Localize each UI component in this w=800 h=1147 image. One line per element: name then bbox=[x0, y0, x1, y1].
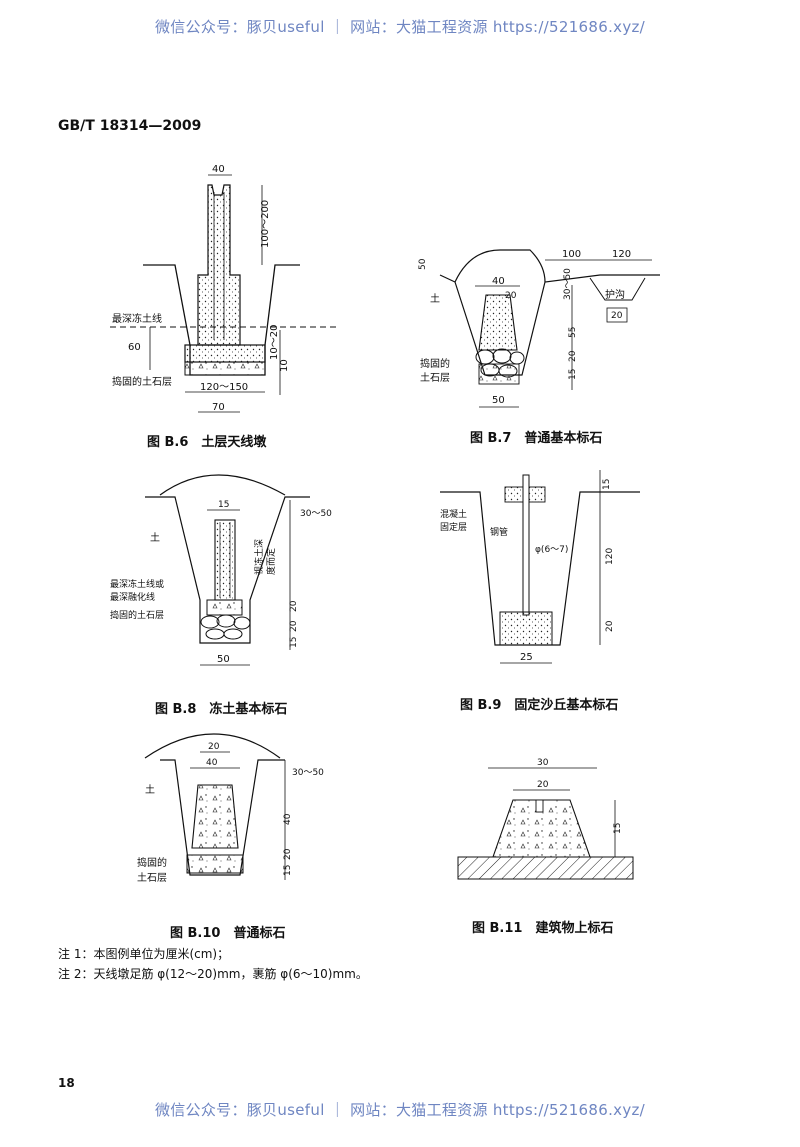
b11-dim-30: 30 bbox=[537, 758, 549, 768]
note-1: 注 1：本图例单位为厘米(cm)； bbox=[58, 947, 230, 961]
b8-dim-20a: 20 bbox=[289, 600, 299, 612]
b6-dim-top: 40 bbox=[212, 164, 225, 175]
b9-label-concrete-2: 固定层 bbox=[440, 521, 467, 533]
b8-dim-base: 50 bbox=[217, 654, 230, 665]
b8-dim-30-50: 30～50 bbox=[300, 509, 332, 519]
b10-dim-40-top: 40 bbox=[206, 758, 218, 768]
b7-dim-120: 120 bbox=[612, 249, 631, 260]
figure-b8-diagram: 15 30～50 土 视冻土深 度而定 最深冻土线或 最深融化线 捣固的土石层 … bbox=[110, 474, 332, 666]
figure-b7-diagram: 50 100 120 土 40 20 30～50 护沟 55 20 20 捣固的… bbox=[418, 249, 660, 408]
b7-dim-100: 100 bbox=[562, 249, 581, 260]
figure-b10-diagram: 20 40 30～50 土 40 20 15 捣固的 土石层 bbox=[137, 733, 324, 884]
b7-label-rammed-2: 土石层 bbox=[420, 371, 450, 384]
b9-dim-120: 120 bbox=[605, 548, 615, 565]
watermark-bottom: 微信公众号：豚贝useful ｜ 网站：大猫工程资源 https://52168… bbox=[154, 1101, 646, 1119]
b7-dim-15: 15 bbox=[568, 369, 578, 380]
figure-b11-caption: 图 B.11 建筑物上标石 bbox=[472, 921, 614, 936]
b6-dim-height: 100～200 bbox=[260, 200, 271, 248]
b8-label-soil: 土 bbox=[150, 531, 160, 544]
b6-dim-base: 120～150 bbox=[200, 382, 248, 393]
b10-dim-40: 40 bbox=[283, 813, 293, 825]
b9-dim-base: 25 bbox=[520, 652, 533, 663]
b7-dim-20: 20 bbox=[568, 350, 578, 362]
b10-dim-20: 20 bbox=[208, 742, 220, 752]
b9-dim-20: 20 bbox=[605, 620, 615, 632]
b8-label-rammed: 捣固的土石层 bbox=[110, 609, 164, 621]
b7-dim-30-50: 30～50 bbox=[563, 268, 573, 300]
b6-label-rammed: 捣固的土石层 bbox=[112, 375, 172, 388]
b8-dim-20b: 20 bbox=[289, 620, 299, 632]
watermark-top: 微信公众号：豚贝useful ｜ 网站：大猫工程资源 https://52168… bbox=[154, 18, 646, 36]
figure-b7-caption: 图 B.7 普通基本标石 bbox=[470, 431, 603, 446]
b10-label-rammed-1: 捣固的 bbox=[137, 856, 167, 869]
b10-label-soil: 土 bbox=[145, 783, 155, 796]
b7-dim-50: 50 bbox=[418, 258, 428, 270]
b8-label-frost-1: 最深冻土线或 bbox=[110, 578, 164, 590]
figure-b6-caption: 图 B.6 土层天线墩 bbox=[147, 435, 267, 450]
figure-b8-caption: 图 B.8 冻土基本标石 bbox=[155, 702, 288, 717]
standard-code: GB/T 18314—2009 bbox=[58, 118, 202, 134]
b6-dim-10-20: 10～20 bbox=[269, 325, 280, 360]
page-number: 18 bbox=[58, 1076, 75, 1090]
b7-dim-20-top: 20 bbox=[505, 291, 517, 301]
b10-dim-15: 15 bbox=[283, 865, 293, 876]
b9-label-concrete-1: 混凝土 bbox=[440, 508, 467, 520]
figure-b9-diagram: 15 混凝土 固定层 钢管 φ(6～7) 120 20 25 bbox=[440, 470, 640, 664]
b8-dim-15: 15 bbox=[218, 500, 229, 510]
b7-dim-20-ditch: 20 bbox=[611, 311, 623, 321]
b10-dim-20b: 20 bbox=[283, 848, 293, 860]
b11-dim-15: 15 bbox=[613, 823, 623, 834]
b8-label-frost-2: 最深融化线 bbox=[110, 591, 155, 603]
b10-label-rammed-2: 土石层 bbox=[137, 871, 167, 884]
b6-dim-60: 60 bbox=[128, 342, 141, 353]
b7-dim-55: 55 bbox=[568, 327, 578, 338]
b6-dim-70: 70 bbox=[212, 402, 225, 413]
figure-b9-caption: 图 B.9 固定沙丘基本标石 bbox=[460, 698, 619, 713]
b8-label-depth-1: 视冻土深 bbox=[253, 539, 265, 575]
b9-label-pipe: 钢管 bbox=[490, 526, 508, 538]
b9-dim-15: 15 bbox=[602, 479, 612, 490]
figure-b11-diagram: 30 20 15 bbox=[457, 758, 634, 880]
b6-label-frost: 最深冻土线 bbox=[112, 312, 162, 325]
b11-dim-20: 20 bbox=[537, 780, 549, 790]
b7-dim-base: 50 bbox=[492, 395, 505, 406]
b8-label-depth-2: 度而定 bbox=[265, 548, 277, 575]
b7-label-ditch: 护沟 bbox=[605, 288, 625, 301]
figure-b10-caption: 图 B.10 普通标石 bbox=[170, 926, 286, 941]
b9-label-phi: φ(6～7) bbox=[535, 545, 568, 555]
figure-b6-diagram: 40 100～200 60 最深冻土线 10～20 10 捣固的土石层 120～… bbox=[110, 164, 340, 413]
b8-dim-15b: 15 bbox=[289, 637, 299, 648]
note-2: 注 2：天线墩足筋 φ(12～20)mm，裹筋 φ(6～10)mm。 bbox=[58, 967, 368, 981]
b7-dim-40: 40 bbox=[492, 276, 505, 287]
b10-dim-30-50: 30～50 bbox=[292, 768, 324, 778]
b6-dim-10: 10 bbox=[279, 359, 290, 372]
b7-label-soil: 土 bbox=[430, 292, 440, 305]
b7-label-rammed-1: 捣固的 bbox=[420, 357, 450, 370]
